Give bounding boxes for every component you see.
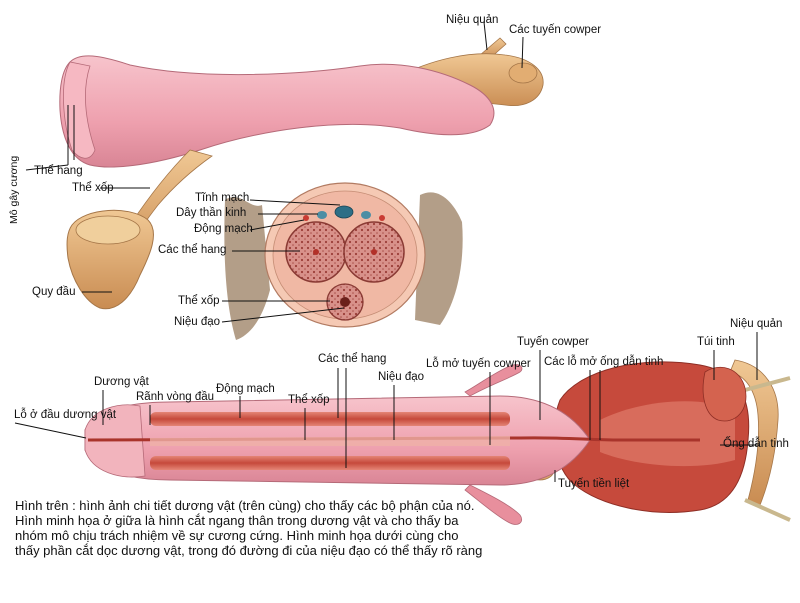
- ureter-rod-lower: [744, 498, 791, 522]
- label-ureter-bottom: Niệu quản: [730, 318, 783, 330]
- label-prostate: Tuyến tiền liệt: [558, 478, 630, 490]
- pubic-hair-left: [224, 197, 270, 340]
- artery-left: [303, 215, 309, 221]
- dorsal-vein: [334, 205, 354, 219]
- central-artery-right: [371, 249, 377, 255]
- penis-shaft-top: [59, 55, 495, 168]
- figure-caption: Hình trên : hình ảnh chi tiết dương vật …: [15, 498, 483, 558]
- cross-section-illustration: [221, 182, 463, 340]
- crus-lower: [464, 484, 523, 525]
- label-coronal-groove: Rãnh vòng đầu: [136, 391, 215, 403]
- label-spongy-body-bottom: Thể xốp: [288, 394, 330, 406]
- label-vas-deferens-openings: Các lỗ mở ống dẫn tinh: [544, 356, 664, 368]
- label-spongy-body-mid: Thể xốp: [178, 295, 220, 307]
- label-penis: Dương vật: [94, 376, 149, 388]
- leader-line: [249, 199, 341, 206]
- nerve-right: [361, 211, 371, 219]
- ureter-rod: [744, 376, 791, 392]
- label-artery-mid: Động mạch: [194, 223, 253, 235]
- label-nerve: Dây thần kinh: [176, 207, 247, 219]
- label-urethra-mid: Niệu đạo: [174, 316, 221, 328]
- label-vein: Tĩnh mạch: [195, 192, 250, 204]
- artery-right: [379, 215, 385, 221]
- label-vas-deferens: Ống dẫn tinh: [723, 438, 789, 450]
- cowper-gland: [508, 62, 538, 84]
- leader-line: [221, 307, 345, 323]
- label-cowper-opening: Lỗ mở tuyến cowper: [426, 358, 531, 370]
- label-cavernous-body-top: Thể hang: [34, 165, 83, 177]
- spongy-body-strip: [150, 436, 510, 446]
- label-erectile-tissue: Mô gây cương: [8, 155, 20, 224]
- label-spongy-body-top: Thể xốp: [72, 182, 114, 194]
- leader-line: [521, 36, 524, 69]
- label-cowper-gland-bottom: Tuyến cowper: [517, 336, 589, 348]
- label-ureter-top: Niệu quản: [446, 14, 499, 26]
- label-cowper-glands-top: Các tuyến cowper: [509, 24, 602, 36]
- top-penis-illustration: [25, 21, 544, 310]
- label-glans: Quy đầu: [32, 286, 76, 298]
- urethra-lumen: [340, 297, 350, 307]
- glans-cup-rim: [75, 215, 141, 245]
- seminal-vesicle: [702, 366, 747, 422]
- label-urethra-bottom: Niệu đạo: [378, 371, 425, 383]
- label-cavernous-bodies-bottom: Các thể hang: [318, 353, 387, 365]
- urethra-channel: [87, 436, 700, 442]
- leader-line: [25, 164, 69, 171]
- label-seminal-vesicle: Túi tinh: [697, 336, 735, 348]
- corpus-cavernosum-strip-upper: [150, 412, 510, 426]
- label-penis-tip-opening: Lỗ ở đầu dương vật: [14, 409, 117, 421]
- corpus-cavernosum-strip-lower: [150, 456, 510, 470]
- crus-upper: [464, 364, 523, 397]
- prostate-inner: [600, 401, 735, 467]
- central-artery-left: [313, 249, 319, 255]
- label-cavernous-bodies-mid: Các thể hang: [158, 244, 227, 256]
- glans-tip: [63, 61, 96, 159]
- pubic-hair-right: [415, 192, 463, 325]
- longitudinal-section-illustration: [14, 332, 791, 525]
- leader-line: [249, 219, 305, 231]
- label-artery-bottom: Động mạch: [216, 383, 275, 395]
- leader-line: [14, 422, 87, 439]
- nerve-left: [317, 211, 327, 219]
- leader-line: [483, 21, 488, 51]
